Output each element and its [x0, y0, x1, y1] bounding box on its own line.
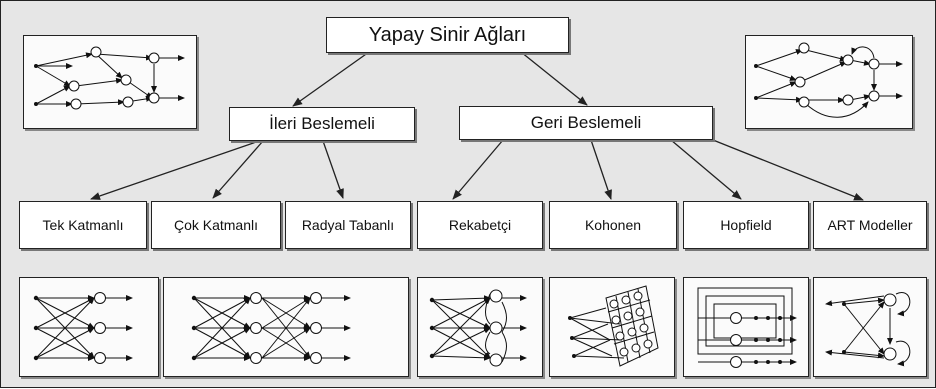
multi-layer-network-illustration [163, 277, 409, 377]
root-node-title: Yapay Sinir Ağları [326, 17, 569, 53]
feedback-network-illustration [745, 35, 913, 129]
branch-ileri-beslemeli: İleri Beslemeli [229, 107, 415, 141]
link-ileri-cok [212, 140, 264, 199]
link-root-geri [520, 51, 588, 106]
model-tek-katmanli: Tek Katmanlı [19, 201, 147, 249]
kohonen-network-illustration [549, 277, 675, 377]
model-radyal-tabanli: Radyal Tabanlı [285, 201, 411, 249]
link-ileri-tek [90, 140, 260, 200]
branch-geri-beslemeli: Geri Beslemeli [459, 106, 713, 140]
link-geri-rekabetci [452, 139, 504, 200]
link-root-ileri [292, 51, 370, 107]
single-layer-network-illustration [19, 277, 159, 377]
competitive-network-illustration [417, 277, 543, 377]
model-cok-katmanli: Çok Katmanlı [151, 201, 281, 249]
link-geri-kohonen [590, 139, 612, 200]
art-network-illustration [813, 277, 927, 377]
link-geri-art [712, 139, 864, 201]
feedforward-network-illustration [23, 35, 197, 129]
model-kohonen: Kohonen [549, 201, 677, 249]
model-rekabetci: Rekabetçi [417, 201, 543, 249]
model-art-modeller: ART Modeller [813, 201, 927, 249]
hopfield-network-illustration [683, 277, 809, 377]
link-ileri-radyal [322, 140, 344, 199]
model-hopfield: Hopfield [683, 201, 809, 249]
link-geri-hopfield [670, 139, 742, 200]
